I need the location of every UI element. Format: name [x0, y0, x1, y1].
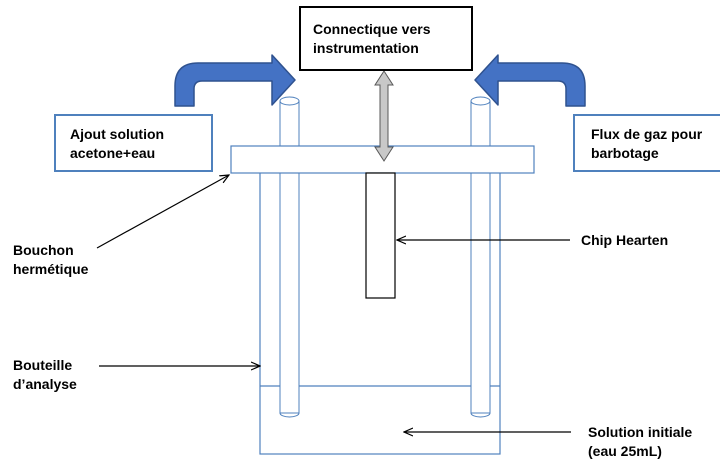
solution-label: Solution initiale (eau 25mL)	[588, 424, 693, 459]
left-tube	[279, 96, 300, 418]
double-arrow	[374, 70, 394, 162]
left-curved-arrow	[174, 54, 296, 107]
sensor-chip	[365, 172, 396, 299]
right-curved-arrow	[474, 54, 586, 107]
bouteille-label: Bouteille d’analyse	[13, 357, 77, 392]
bouchon-label: Bouchon hermétique	[13, 242, 89, 277]
chip-label: Chip Hearten	[581, 232, 669, 248]
flux-box: Flux de gaz pour barbotage	[573, 114, 720, 172]
ajout-label: Ajout solution acetone+eau	[70, 126, 165, 161]
right-tube	[470, 96, 491, 418]
connectique-box: Connectique vers instrumentation	[299, 6, 473, 71]
bouchon-pointer	[96, 175, 229, 249]
flux-label: Flux de gaz pour barbotage	[591, 126, 703, 161]
ajout-box: Ajout solution acetone+eau	[54, 114, 213, 172]
connectique-label: Connectique vers instrumentation	[313, 21, 431, 56]
